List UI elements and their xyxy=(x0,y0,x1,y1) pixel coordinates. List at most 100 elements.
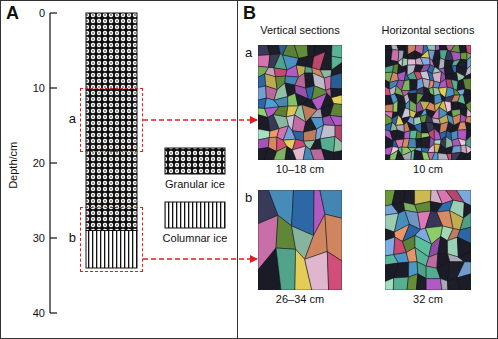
ice-crystal xyxy=(331,95,342,105)
ice-crystal xyxy=(458,138,466,145)
ice-crystal xyxy=(407,59,416,65)
ice-crystal xyxy=(395,130,404,140)
panel-letter: B xyxy=(243,3,256,24)
photo-ground xyxy=(258,45,342,160)
ice-crystal xyxy=(327,252,342,291)
ice-crystal xyxy=(274,146,287,160)
ice-crystal xyxy=(416,138,421,148)
ice-thin-section xyxy=(258,190,342,290)
photo-caption: 26–34 cm xyxy=(258,293,342,306)
ice-crystal xyxy=(292,115,306,132)
photo-ground xyxy=(258,190,342,290)
ice-crystal xyxy=(416,130,422,139)
section-photo: 32 cm xyxy=(385,190,471,307)
photo-caption: 10–18 cm xyxy=(258,163,342,176)
ice-crystal xyxy=(274,97,288,107)
legend-swatch xyxy=(165,148,225,174)
columnar-ice-column xyxy=(86,231,137,269)
ice-crystal xyxy=(320,190,342,218)
ice-crystal xyxy=(458,251,471,262)
panel-divider xyxy=(237,1,238,339)
ice-thin-section xyxy=(385,190,471,290)
granular-ice-column xyxy=(86,13,137,231)
tick-label: 20 xyxy=(33,157,45,170)
ice-crystal xyxy=(332,45,343,58)
ice-crystal xyxy=(432,107,439,119)
ice-crystal xyxy=(464,151,471,160)
ice-crystal xyxy=(385,278,394,290)
ice-crystal xyxy=(452,66,457,73)
ice-crystal xyxy=(420,57,430,65)
ice-crystal xyxy=(267,45,280,55)
ice-crystal xyxy=(420,94,431,102)
ice-crystal xyxy=(438,237,448,254)
ice-crystal xyxy=(304,129,317,141)
dashed-arrow xyxy=(143,119,257,121)
ice-thin-section xyxy=(385,45,471,160)
ice-crystal xyxy=(408,138,417,148)
ice-crystal xyxy=(320,52,332,70)
ice-crystal xyxy=(404,131,410,139)
ice-crystal xyxy=(447,154,452,161)
ice-crystal xyxy=(294,45,308,58)
ice-crystal xyxy=(439,58,446,69)
box-letter: b xyxy=(69,231,76,246)
ice-crystal xyxy=(310,109,322,118)
tick-label: 30 xyxy=(33,232,45,245)
ice-thin-section xyxy=(258,45,342,160)
ice-crystal xyxy=(403,51,408,59)
ice-crystal xyxy=(391,50,399,62)
section-photo: 26–34 cm xyxy=(258,190,342,307)
ice-crystal xyxy=(276,248,296,290)
ice-crystal xyxy=(393,100,398,112)
section-photo: 10 cm xyxy=(385,45,471,177)
ice-crystal xyxy=(402,80,411,91)
ice-crystal xyxy=(426,279,442,290)
ice-crystal xyxy=(394,262,409,278)
ice-crystal xyxy=(432,152,438,160)
ice-crystal xyxy=(434,140,441,145)
ice-crystal xyxy=(408,51,416,59)
photo-caption: 32 cm xyxy=(385,293,471,306)
ice-crystal xyxy=(460,52,467,60)
ice-crystal xyxy=(331,73,342,89)
ice-crystal xyxy=(421,137,430,149)
ice-crystal xyxy=(427,45,436,51)
row-letter: a xyxy=(245,46,252,61)
ice-crystal xyxy=(305,252,329,291)
ice-crystal xyxy=(258,86,266,100)
ice-crystal xyxy=(432,72,441,83)
photo-ground xyxy=(385,190,471,290)
ice-crystal xyxy=(324,76,331,90)
ice-crystal xyxy=(385,104,393,112)
ice-crystal xyxy=(322,149,335,160)
legend-label: Granular ice xyxy=(165,178,225,191)
tick-label: 40 xyxy=(33,307,45,320)
ice-crystal xyxy=(310,139,321,150)
ice-crystal xyxy=(457,274,471,290)
ice-crystal xyxy=(385,155,390,160)
tick-label: 0 xyxy=(39,7,45,20)
ice-crystal xyxy=(385,237,395,256)
row-letter: b xyxy=(245,191,252,206)
ice-crystal xyxy=(393,277,408,290)
ice-crystal xyxy=(330,104,342,117)
ice-crystal xyxy=(416,274,426,290)
axis-title: Depth/cm xyxy=(8,141,21,188)
ice-crystal xyxy=(334,137,342,153)
ice-crystal xyxy=(407,274,418,290)
legend-swatch xyxy=(165,202,225,228)
ice-crystal xyxy=(402,151,412,160)
ice-crystal xyxy=(420,50,429,58)
photo-caption: 10 cm xyxy=(385,163,471,176)
tick-label: 10 xyxy=(33,82,45,95)
column-header: Horizontal sections xyxy=(382,24,475,37)
ice-crystal xyxy=(415,201,431,212)
ice-crystal xyxy=(274,68,287,77)
column-header: Vertical sections xyxy=(260,24,339,37)
photo-ground xyxy=(385,45,471,160)
sample-box: b xyxy=(80,207,143,272)
section-photo: 10–18 cm xyxy=(258,45,342,177)
